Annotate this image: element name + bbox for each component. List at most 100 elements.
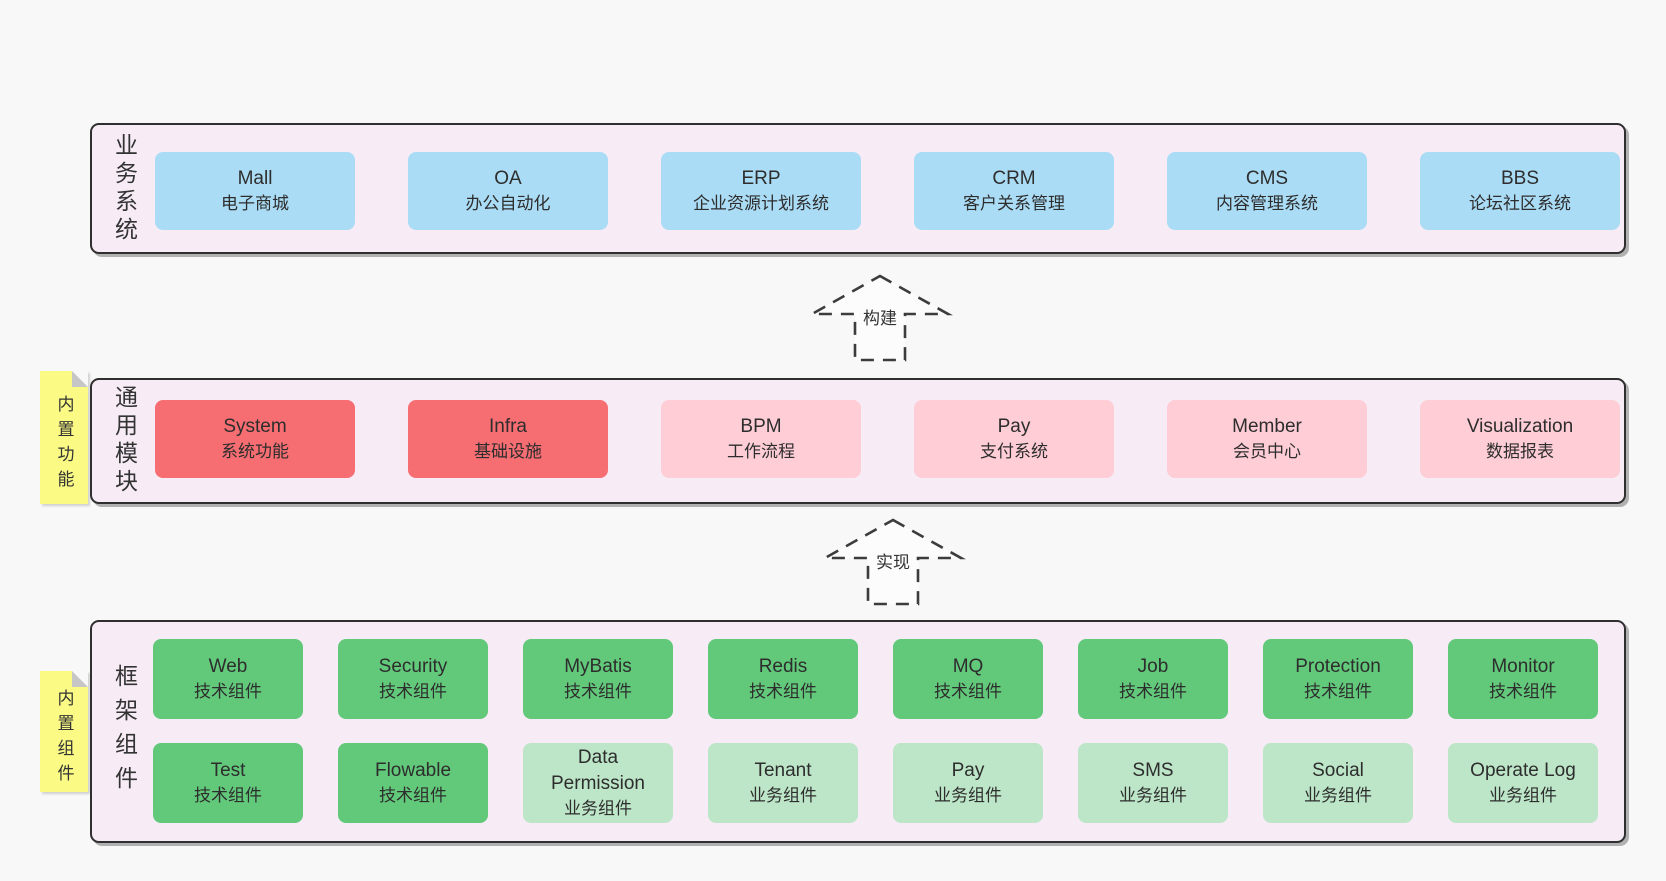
- box-title: System: [223, 416, 287, 437]
- box-subtitle: 办公自动化: [465, 194, 551, 213]
- box-erp: ERP 企业资源计划系统: [661, 152, 861, 230]
- box-subtitle: 业务组件: [749, 786, 817, 805]
- box-subtitle: 会员中心: [1233, 442, 1301, 461]
- box-subtitle: 技术组件: [934, 682, 1002, 701]
- layer-label: 框架组件: [106, 622, 142, 841]
- sticky-note-built-in-components: 内置组件: [40, 671, 88, 792]
- box-title: MyBatis: [564, 656, 632, 677]
- box-title: Operate Log: [1470, 760, 1576, 781]
- box-subtitle: 业务组件: [1489, 786, 1557, 805]
- layer-label-text: 业务系统: [111, 132, 138, 245]
- box-redis: Redis 技术组件: [708, 639, 858, 719]
- box-title: Tenant: [754, 760, 812, 781]
- box-title: Pay: [951, 760, 985, 781]
- box-title: ERP: [741, 168, 781, 189]
- box-subtitle: 技术组件: [194, 682, 262, 701]
- box-subtitle: 论坛社区系统: [1469, 194, 1571, 213]
- box-title: Mall: [237, 168, 273, 189]
- box-title: Flowable: [374, 760, 452, 781]
- box-subtitle: 内容管理系统: [1216, 194, 1318, 213]
- arrow-label-bg: [857, 305, 903, 331]
- box-title: Security: [378, 656, 448, 677]
- box-visualization: Visualization 数据报表: [1420, 400, 1620, 478]
- box-title: Member: [1232, 416, 1302, 437]
- box-crm: CRM 客户关系管理: [914, 152, 1114, 230]
- box-pay: Pay 业务组件: [893, 743, 1043, 823]
- box-subtitle: 系统功能: [221, 442, 289, 461]
- box-subtitle: 技术组件: [564, 682, 632, 701]
- sticky-note-label: 内置功能: [54, 394, 74, 495]
- box-job: Job 技术组件: [1078, 639, 1228, 719]
- box-subtitle: 业务组件: [934, 786, 1002, 805]
- box-subtitle: 技术组件: [379, 786, 447, 805]
- box-mybatis: MyBatis 技术组件: [523, 639, 673, 719]
- box-bbs: BBS 论坛社区系统: [1420, 152, 1620, 230]
- layer-label: 通用模块: [106, 380, 142, 502]
- box-subtitle: 业务组件: [1304, 786, 1372, 805]
- arrow-build-up: 构建: [807, 274, 953, 362]
- box-flowable: Flowable 技术组件: [338, 743, 488, 823]
- box-title: Infra: [488, 416, 528, 437]
- box-title: BBS: [1500, 168, 1540, 189]
- layer-label-text: 框架组件: [111, 663, 138, 800]
- box-title: Monitor: [1491, 656, 1555, 677]
- box-title: Social: [1312, 760, 1364, 781]
- box-subtitle: 基础设施: [474, 442, 542, 461]
- box-title: Pay: [997, 416, 1031, 437]
- box-member: Member 会员中心: [1167, 400, 1367, 478]
- box-title: Web: [208, 656, 248, 677]
- box-title: Protection: [1295, 656, 1381, 677]
- box-subtitle: 客户关系管理: [963, 194, 1065, 213]
- box-subtitle: 业务组件: [1119, 786, 1187, 805]
- sticky-note-built-in-functions: 内置功能: [40, 371, 88, 504]
- box-title: CRM: [992, 168, 1036, 189]
- box-subtitle: 工作流程: [727, 442, 795, 461]
- box-social: Social 业务组件: [1263, 743, 1413, 823]
- box-subtitle: 企业资源计划系统: [693, 194, 829, 213]
- layer-label-text: 通用模块: [111, 385, 138, 497]
- box-pay: Pay 支付系统: [914, 400, 1114, 478]
- box-bpm: BPM 工作流程: [661, 400, 861, 478]
- box-title: Visualization: [1466, 416, 1574, 437]
- box-subtitle: 技术组件: [379, 682, 447, 701]
- box-subtitle: 支付系统: [980, 442, 1048, 461]
- arrow-label: 实现: [876, 553, 910, 572]
- box-subtitle: 业务组件: [564, 799, 632, 818]
- layer-label: 业务系统: [106, 125, 142, 252]
- layer-common-modules: 通用模块 System 系统功能 Infra 基础设施 BPM 工作流程 Pay 支付系统 Me…: [90, 378, 1626, 504]
- box-title: BPM: [740, 416, 782, 437]
- arrow-label-bg: [870, 549, 916, 575]
- box-operate-log: Operate Log 业务组件: [1448, 743, 1598, 823]
- box-title: Redis: [758, 656, 808, 677]
- box-title: CMS: [1245, 168, 1289, 189]
- arrow-label: 构建: [863, 309, 897, 328]
- box-subtitle: 技术组件: [1119, 682, 1187, 701]
- box-cms: CMS 内容管理系统: [1167, 152, 1367, 230]
- box-subtitle: 技术组件: [749, 682, 817, 701]
- box-oa: OA 办公自动化: [408, 152, 608, 230]
- box-system: System 系统功能: [155, 400, 355, 478]
- box-security: Security 技术组件: [338, 639, 488, 719]
- box-subtitle: 数据报表: [1486, 442, 1554, 461]
- box-title: Test: [210, 760, 246, 781]
- modules-box-row: System 系统功能 Infra 基础设施 BPM 工作流程 Pay 支付系统 Member 会…: [155, 400, 1620, 478]
- box-title: Job: [1137, 656, 1169, 677]
- box-subtitle: 技术组件: [1489, 682, 1557, 701]
- box-monitor: Monitor 技术组件: [1448, 639, 1598, 719]
- box-infra: Infra 基础设施: [408, 400, 608, 478]
- box-tenant: Tenant 业务组件: [708, 743, 858, 823]
- box-title: OA: [494, 168, 522, 189]
- box-web: Web 技术组件: [153, 639, 303, 719]
